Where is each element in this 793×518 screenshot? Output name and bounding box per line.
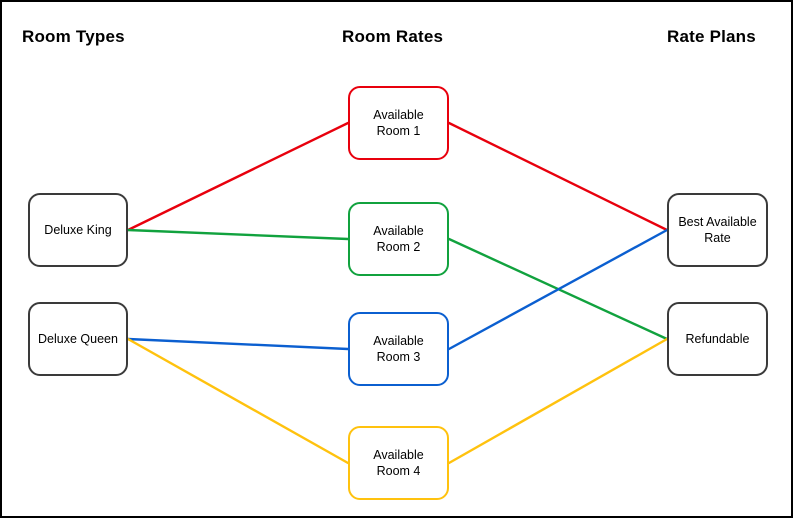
edge-deluxe-king-to-available-room-1	[126, 121, 350, 232]
node-available-room-1[interactable]: Available Room 1	[348, 86, 449, 160]
node-deluxe-king[interactable]: Deluxe King	[28, 193, 128, 267]
column-header-room-types: Room Types	[22, 27, 125, 46]
node-refundable[interactable]: Refundable	[667, 302, 768, 376]
node-deluxe-king-label: Deluxe King	[44, 222, 112, 237]
edge-available-room-4-to-refundable	[447, 337, 669, 465]
node-available-room-3-label: Available Room 3	[373, 333, 424, 365]
node-deluxe-queen[interactable]: Deluxe Queen	[28, 302, 128, 376]
column-header-room-rates: Room Rates	[342, 27, 444, 46]
node-available-room-3[interactable]: Available Room 3	[348, 312, 449, 386]
node-refundable-label: Refundable	[685, 331, 750, 346]
edge-available-room-1-to-best-available-rate	[447, 121, 669, 232]
edge-deluxe-queen-to-available-room-3	[126, 337, 350, 351]
edge-available-room-3-to-best-available-rate	[447, 228, 669, 351]
node-best-available-rate-label: Best Available Rate	[678, 214, 757, 246]
edge-deluxe-king-to-available-room-2	[126, 228, 350, 241]
node-best-available-rate[interactable]: Best Available Rate	[667, 193, 768, 267]
edge-available-room-2-to-refundable	[447, 237, 669, 341]
edge-deluxe-queen-to-available-room-4	[126, 337, 350, 465]
column-header-rate-plans: Rate Plans	[667, 27, 756, 46]
node-available-room-2[interactable]: Available Room 2	[348, 202, 449, 276]
node-available-room-1-label: Available Room 1	[373, 107, 424, 139]
node-available-room-2-label: Available Room 2	[373, 223, 424, 255]
node-deluxe-queen-label: Deluxe Queen	[38, 331, 118, 346]
node-available-room-4[interactable]: Available Room 4	[348, 426, 449, 500]
node-available-room-4-label: Available Room 4	[373, 447, 424, 479]
